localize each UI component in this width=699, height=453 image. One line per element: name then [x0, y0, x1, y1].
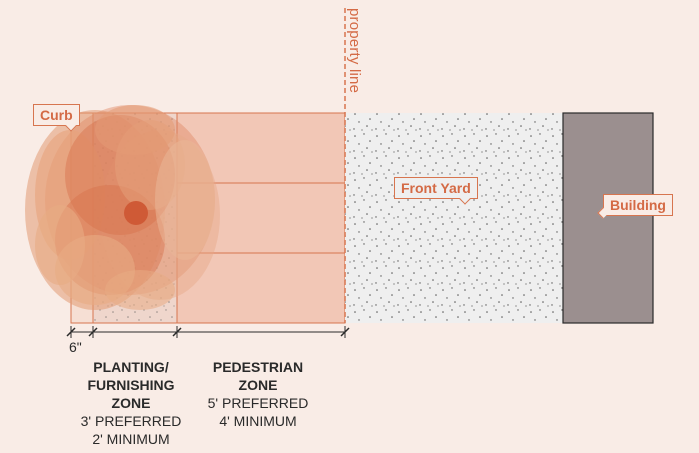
planting-title-line1: PLANTING/ — [93, 359, 169, 375]
planting-title-line2: FURNISHING — [87, 377, 175, 393]
pedestrian-title-line2: ZONE — [238, 377, 278, 393]
property-line-label: property line — [346, 8, 363, 94]
planting-preferred: 3' PREFERRED — [80, 413, 182, 429]
tree-canopy — [25, 105, 220, 310]
planting-title-line3: ZONE — [111, 395, 151, 411]
building — [562, 112, 654, 324]
building-label: Building — [603, 194, 673, 216]
planting-minimum: 2' MINIMUM — [92, 431, 170, 447]
pedestrian-minimum: 4' MINIMUM — [219, 413, 297, 429]
dimension-lines — [66, 326, 350, 338]
front-yard-label: Front Yard — [394, 177, 478, 199]
curb-label: Curb — [33, 104, 80, 126]
pedestrian-preferred: 5' PREFERRED — [207, 395, 309, 411]
pedestrian-title-line1: PEDESTRIAN — [212, 359, 304, 375]
curb-width-dimension: 6" — [69, 339, 82, 355]
pedestrian-zone-label: PEDESTRIAN ZONE 5' PREFERRED 4' MINIMUM — [188, 358, 328, 430]
front-yard-stipple — [345, 113, 563, 323]
planting-zone-label: PLANTING/ FURNISHING ZONE 3' PREFERRED 2… — [66, 358, 196, 448]
